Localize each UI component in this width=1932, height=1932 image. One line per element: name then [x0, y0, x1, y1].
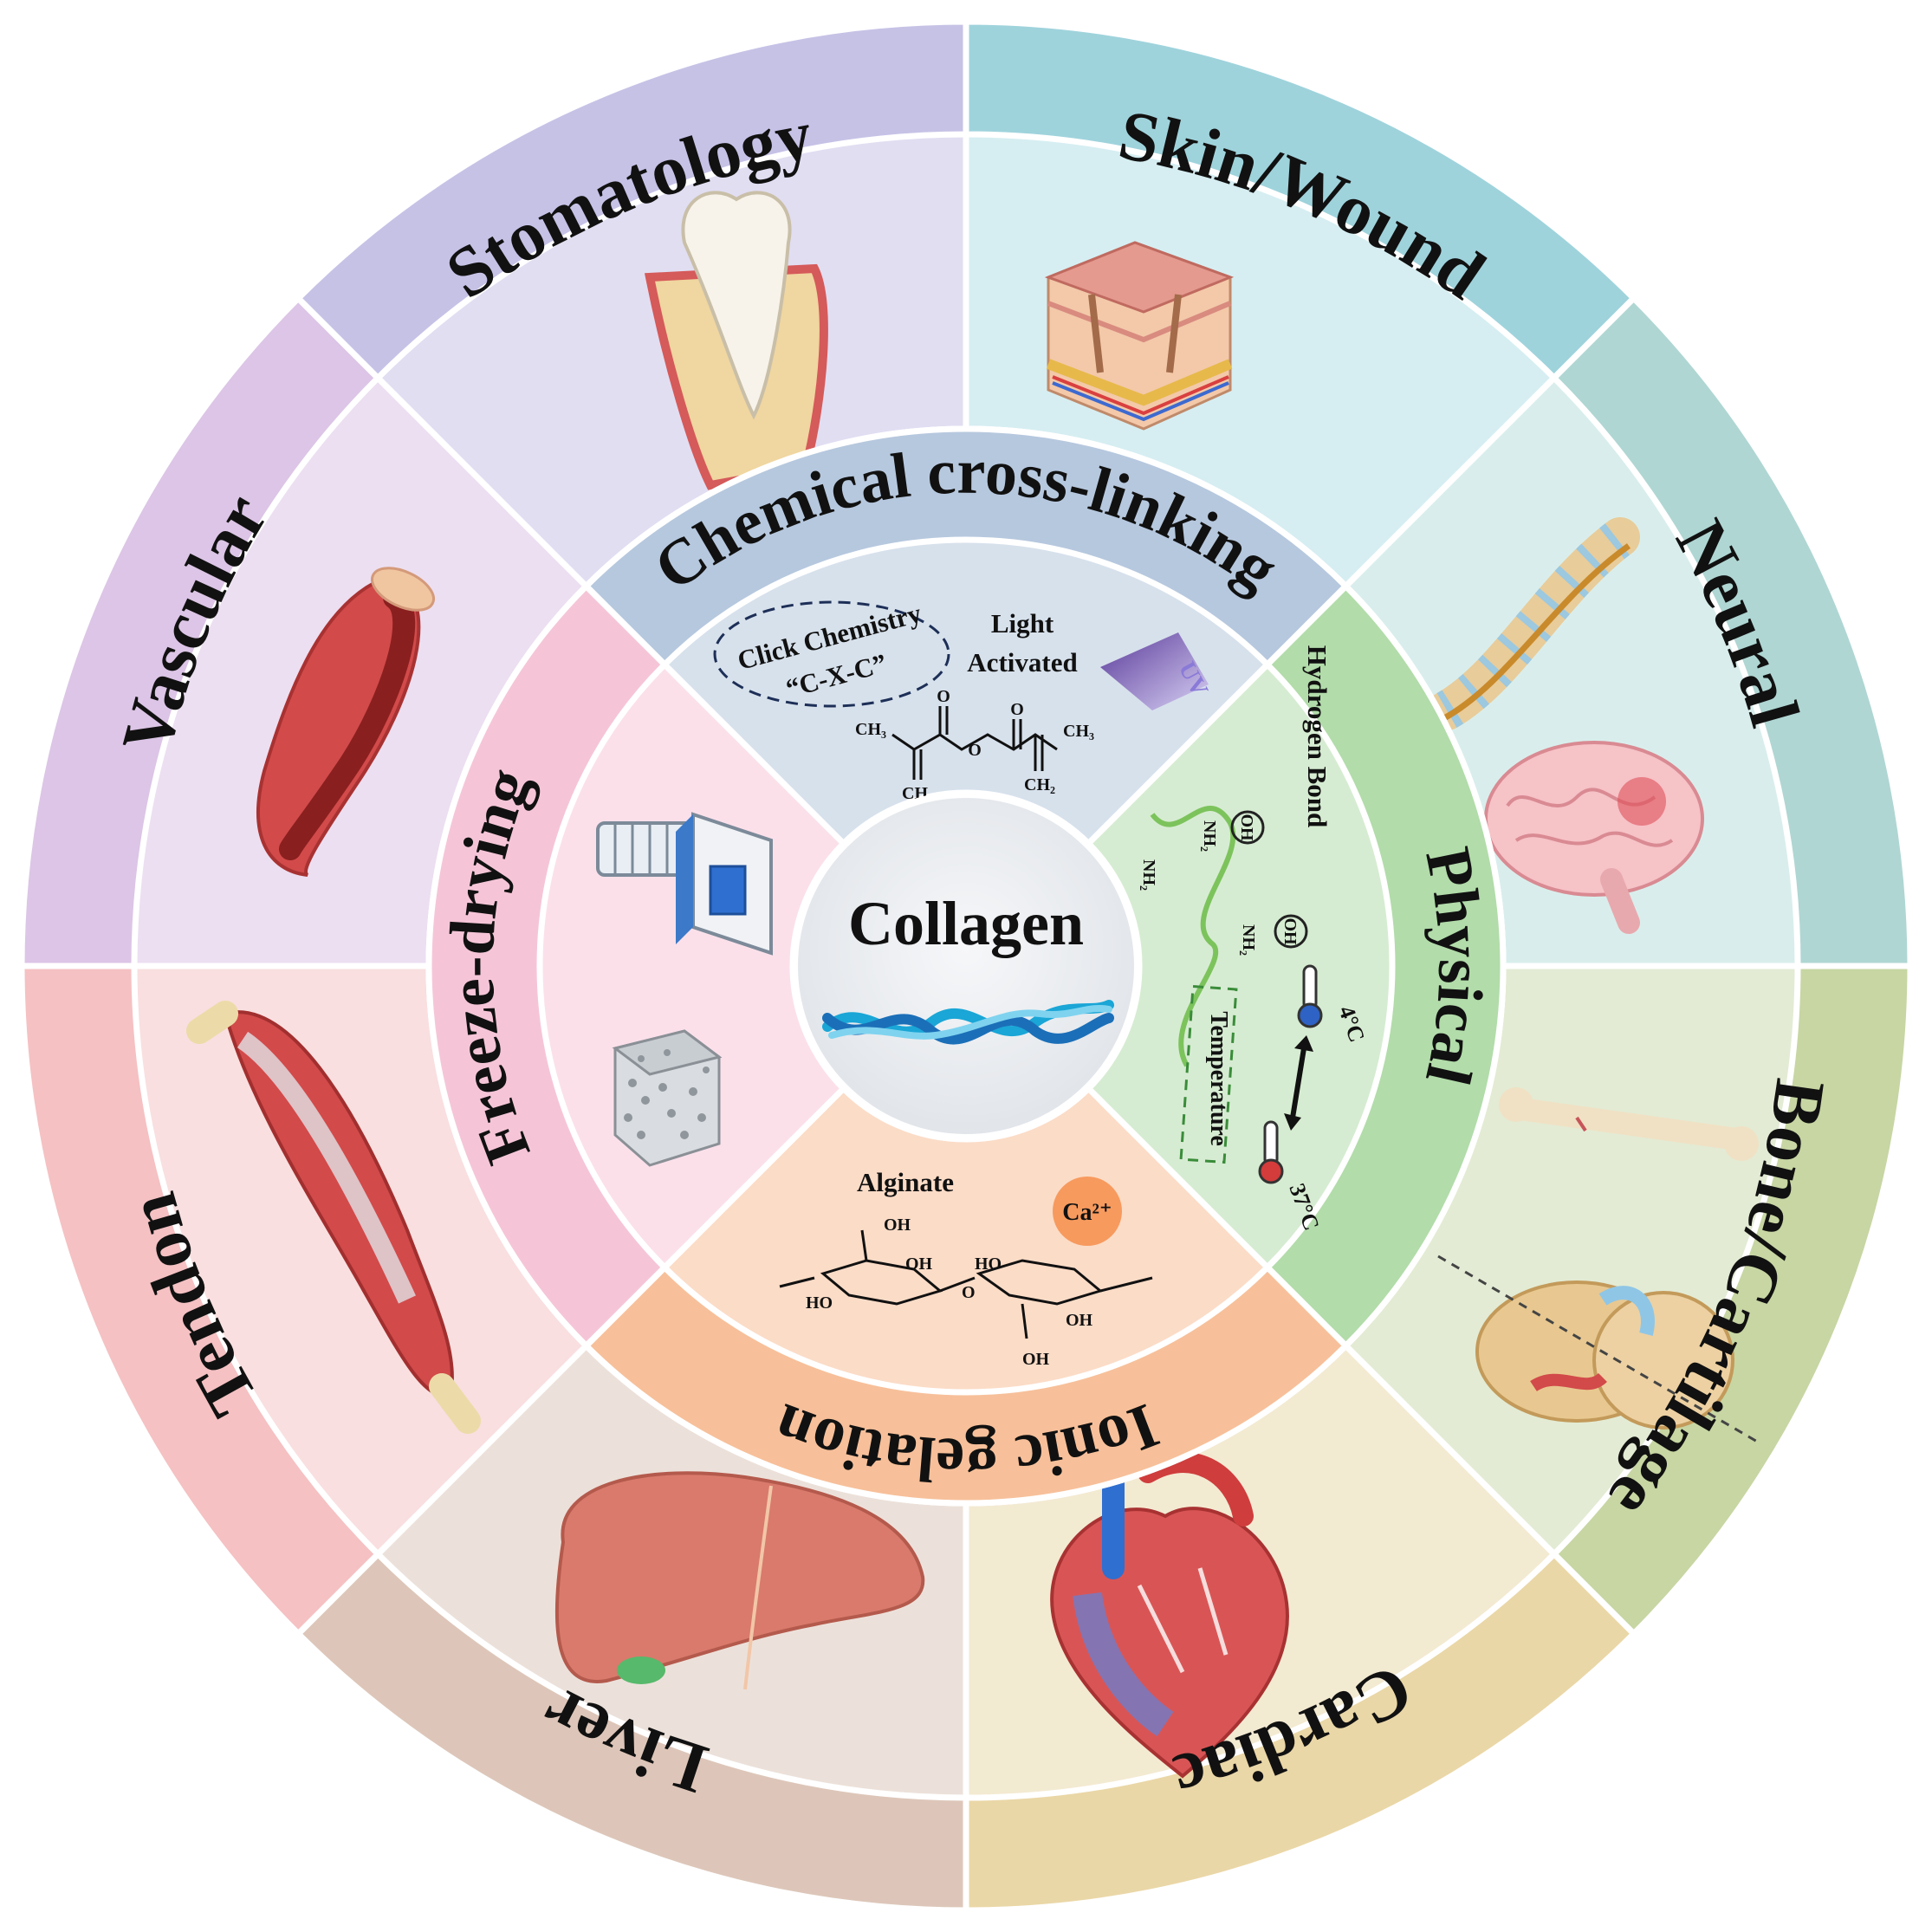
porous-scaffold-icon — [612, 1029, 723, 1167]
collagen-center: Collagen — [791, 791, 1141, 1141]
heart-icon — [1050, 1452, 1289, 1779]
activated-text: Activated — [967, 647, 1077, 677]
oh-bottom: OH — [1280, 917, 1300, 945]
nh2-bottom: NH₂ — [1239, 924, 1258, 956]
calcium-text: Ca²⁺ — [1062, 1199, 1112, 1226]
temperature-arrow — [1290, 1047, 1306, 1118]
o-left: O — [937, 687, 950, 706]
oh-label-4: OH — [1022, 1350, 1050, 1369]
physical-content: Hydrogen Bond OH OH NH₂ NH₂ NH₂ Temperat… — [1139, 645, 1370, 1234]
ch3-right: CH₃ — [1063, 722, 1094, 741]
nh2-left: NH₂ — [1139, 859, 1158, 891]
freeze-dryer-icon — [596, 812, 773, 956]
liver-icon — [554, 1471, 925, 1690]
oh-label-1: OH — [884, 1216, 911, 1235]
ho-label-2: HO — [975, 1255, 1002, 1274]
ch3-left: CH₃ — [855, 720, 886, 739]
chemical-band — [581, 425, 1351, 670]
skin-layers-icon — [1044, 241, 1235, 431]
ionic-content: Alginate Ca²⁺ OH OH OH OH HO HO O — [779, 1167, 1153, 1369]
o-right: O — [1010, 700, 1024, 719]
muscle-tendon-icon — [186, 1001, 481, 1434]
tooth-icon — [644, 191, 828, 490]
ionic-band — [581, 1262, 1351, 1507]
methacrylic-anhydride-structure — [891, 706, 1058, 780]
o-label: O — [962, 1283, 976, 1302]
alginate-text: Alginate — [857, 1167, 954, 1197]
stomatology-band — [294, 18, 969, 383]
oh-label-3: OH — [1066, 1311, 1093, 1330]
ho-label-1: HO — [806, 1293, 833, 1313]
nh2-top: NH₂ — [1200, 820, 1219, 852]
calcium-ion-icon — [1053, 1177, 1122, 1246]
ch2-right: CH₂ — [1024, 775, 1055, 794]
bone-joint-icon — [1437, 1087, 1760, 1444]
hydrogen-bond-text: Hydrogen Bond — [1302, 645, 1332, 827]
oh-label-2: OH — [905, 1255, 933, 1274]
oh-top: OH — [1237, 814, 1256, 841]
blood-vessel-icon — [256, 567, 435, 877]
o-mid: O — [968, 741, 982, 760]
light-text: Light — [991, 608, 1054, 639]
polymer-chain-icon — [1150, 806, 1236, 1067]
physical-band — [1262, 581, 1507, 1351]
freeze-band — [425, 581, 670, 1351]
alginate-structure — [779, 1229, 1153, 1339]
thermometer-hot-icon — [1258, 1120, 1284, 1184]
collagen-title: Collagen — [848, 889, 1084, 958]
collagen-triple-helix-icon — [822, 1000, 1114, 1045]
thermometer-cold-icon — [1297, 964, 1323, 1028]
spine-brain-icon — [1427, 517, 1704, 934]
temperature-text: Temperature — [1205, 1011, 1232, 1146]
uv-light-icon — [1100, 632, 1209, 710]
